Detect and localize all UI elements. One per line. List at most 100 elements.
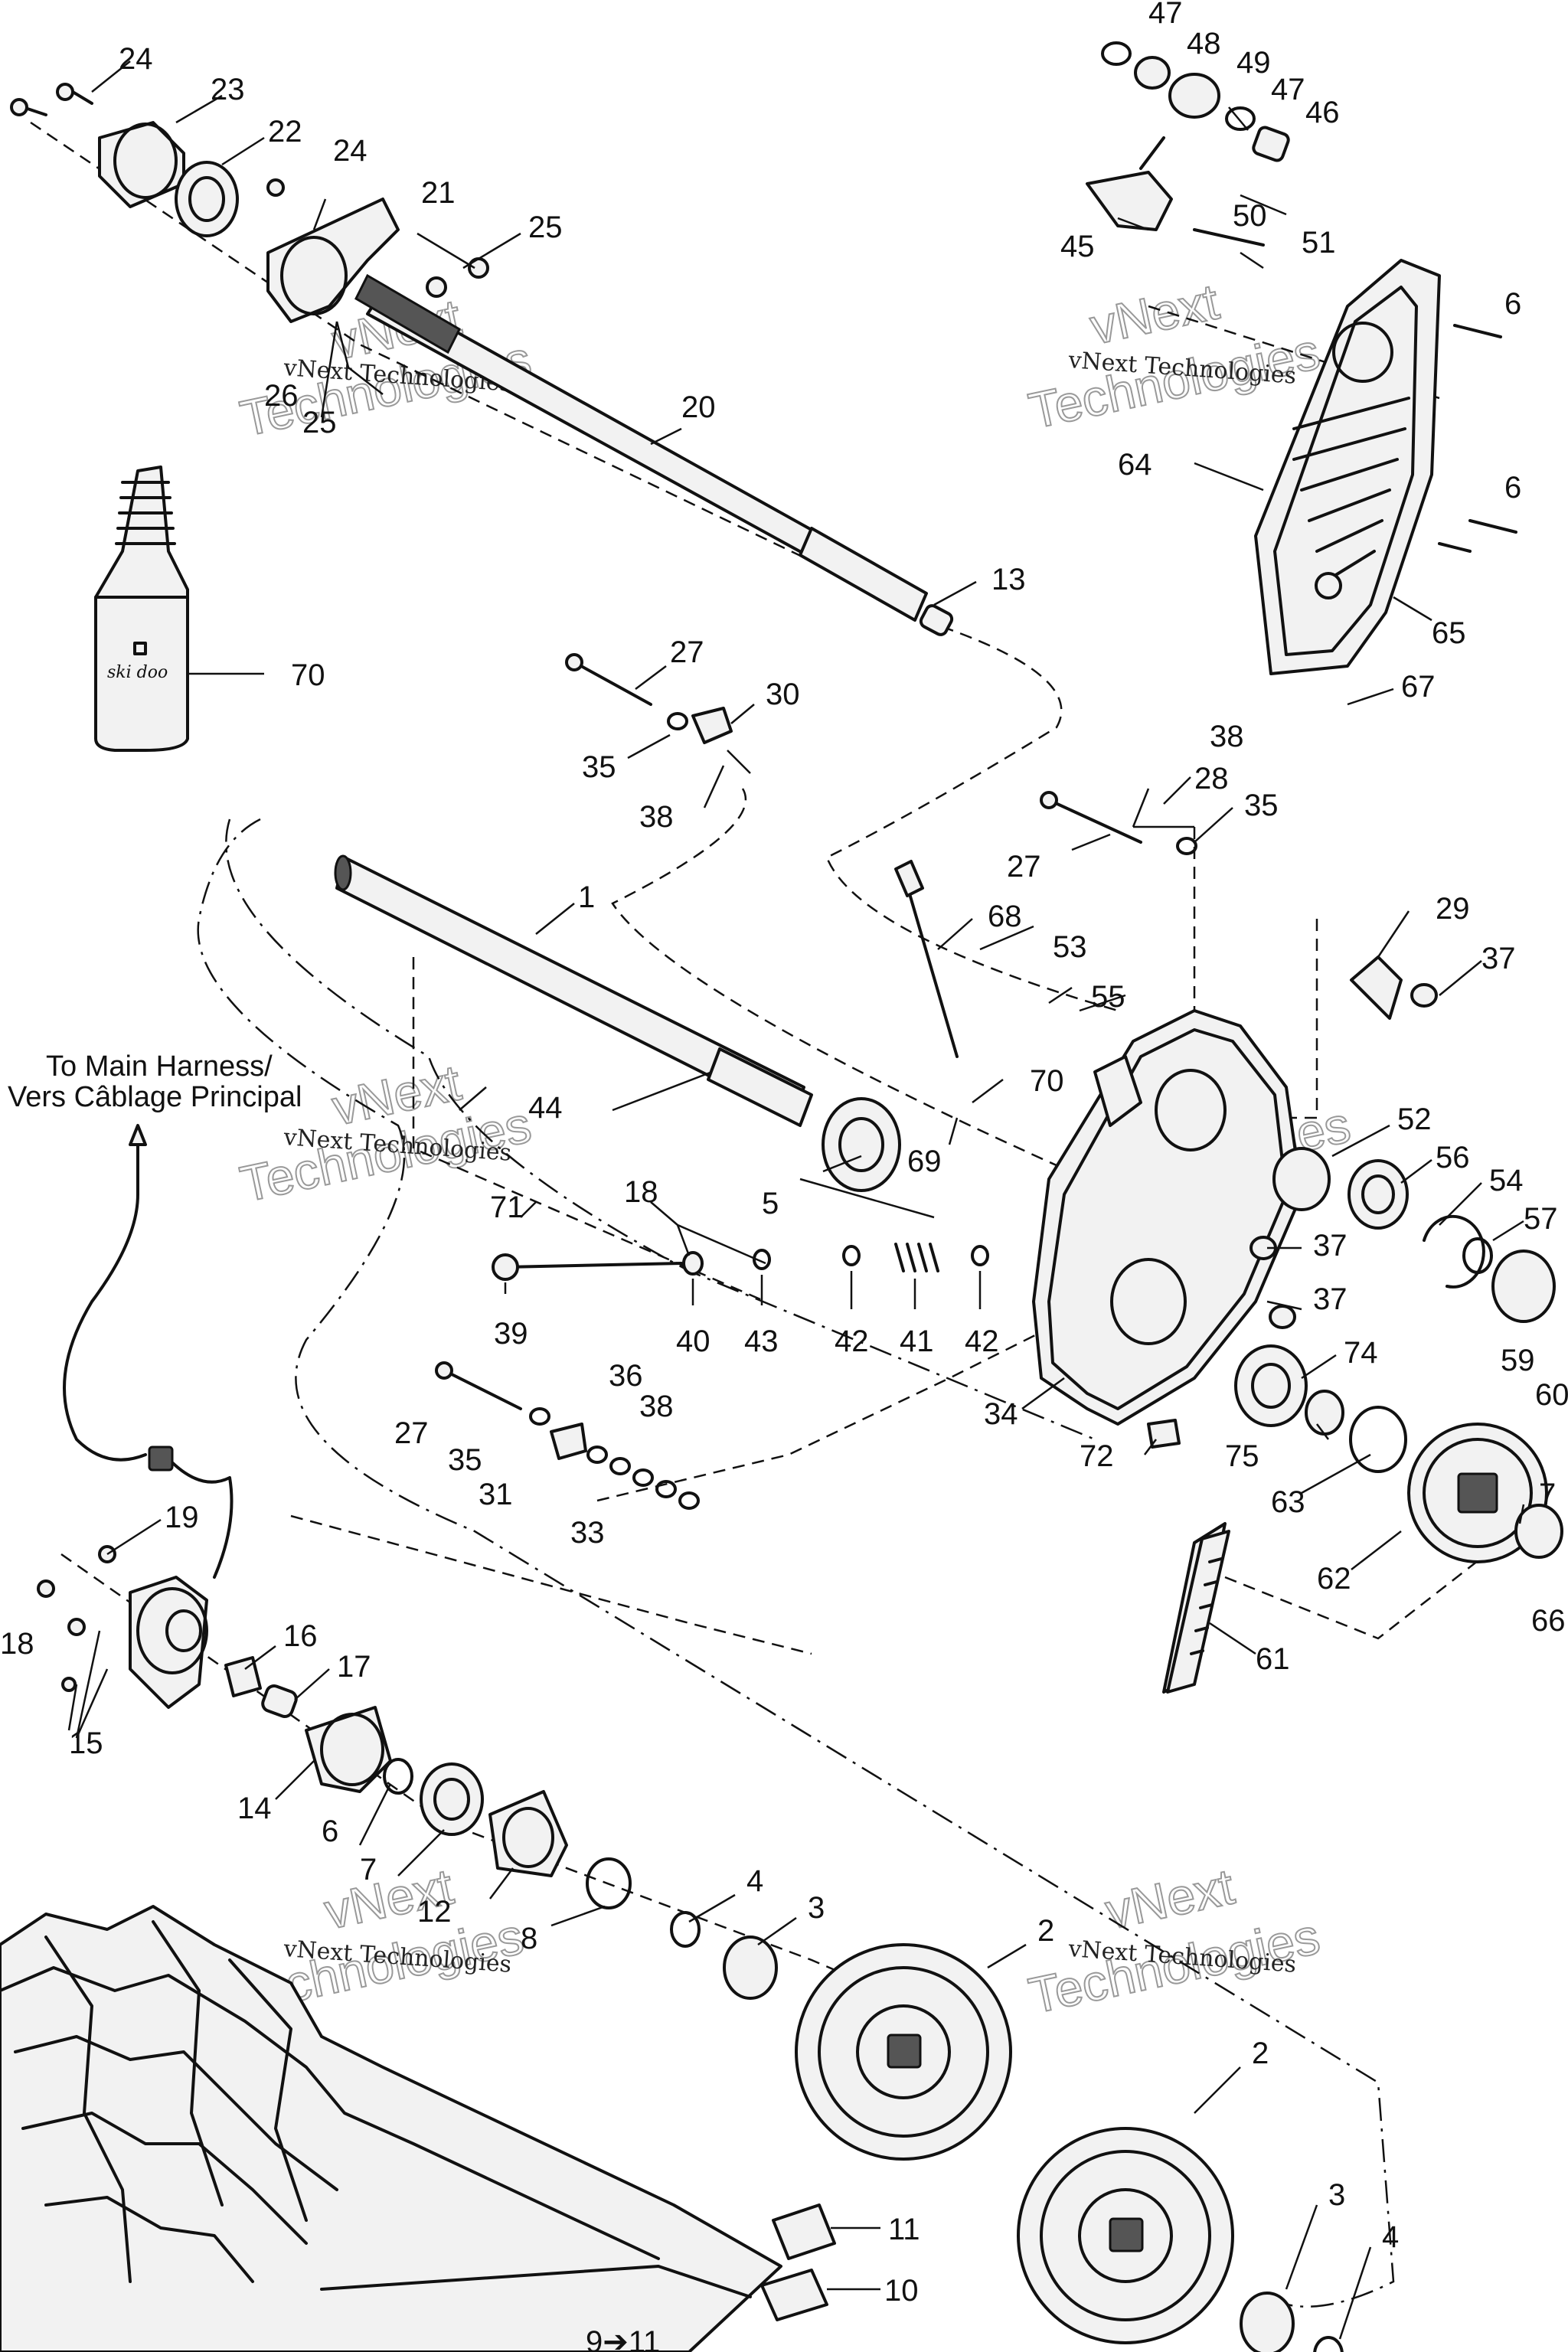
callout-12: 12 xyxy=(417,1895,452,1929)
callout-29: 29 xyxy=(1436,892,1470,926)
callout-21: 21 xyxy=(421,176,456,210)
svg-text:vNext: vNext xyxy=(1086,273,1223,354)
callout-14: 14 xyxy=(237,1792,272,1825)
callout-27b: 27 xyxy=(1007,850,1041,884)
callout-42b: 42 xyxy=(965,1325,999,1358)
callout-59: 59 xyxy=(1501,1344,1535,1377)
callout-23: 23 xyxy=(211,73,245,106)
callout-69: 69 xyxy=(907,1145,942,1178)
callout-52: 52 xyxy=(1397,1102,1432,1136)
callout-5: 5 xyxy=(762,1187,779,1220)
callout-56: 56 xyxy=(1436,1141,1470,1174)
callout-64: 64 xyxy=(1118,448,1152,482)
callout-50: 50 xyxy=(1233,199,1267,233)
callout-6: 6 xyxy=(322,1815,338,1848)
callout-2a: 2 xyxy=(1037,1914,1054,1948)
callout-41: 41 xyxy=(900,1325,934,1358)
callout-6r1: 6 xyxy=(1504,287,1521,321)
callout-47b: 47 xyxy=(1271,73,1305,106)
callout-44: 44 xyxy=(528,1091,563,1125)
callout-7: 7 xyxy=(360,1853,377,1886)
watermark-bottom-right: vNext Technologies vNext Technologies xyxy=(1024,1857,1325,2024)
callout-20: 20 xyxy=(681,390,716,424)
callout-43: 43 xyxy=(744,1325,779,1358)
callout-54: 54 xyxy=(1489,1164,1524,1197)
callout-27a: 27 xyxy=(670,635,704,669)
callout-27c: 27 xyxy=(394,1416,429,1450)
callout-4a: 4 xyxy=(746,1864,763,1898)
callout-37b: 37 xyxy=(1313,1229,1348,1263)
callout-8: 8 xyxy=(521,1922,537,1955)
callout-38b: 38 xyxy=(1210,720,1244,753)
callout-71: 71 xyxy=(490,1191,524,1224)
main-shaft xyxy=(334,854,813,1127)
bearing-5 xyxy=(822,1097,901,1192)
callout-51: 51 xyxy=(1302,226,1336,260)
callout-47a: 47 xyxy=(1148,0,1183,30)
callout-35b: 35 xyxy=(1244,789,1279,822)
callout-72: 72 xyxy=(1080,1439,1114,1473)
chaincase-housing xyxy=(1032,1009,1303,1426)
callout-26: 26 xyxy=(264,379,299,413)
leader-lines xyxy=(67,60,1525,2340)
callout-10: 10 xyxy=(884,2274,919,2308)
callout-57: 57 xyxy=(1524,1202,1558,1236)
callout-17: 17 xyxy=(337,1650,371,1684)
callout-48: 48 xyxy=(1187,27,1221,60)
speed-sensor-flange xyxy=(37,1446,778,2000)
callout-1: 1 xyxy=(578,880,595,914)
callout-24b: 24 xyxy=(333,134,368,168)
adjuster-bolt xyxy=(492,860,959,1281)
callout-37a: 37 xyxy=(1481,942,1516,975)
callout-70b: 70 xyxy=(1030,1064,1064,1098)
callout-61: 61 xyxy=(1256,1642,1290,1676)
callout-25b: 25 xyxy=(302,406,337,439)
callout-24a: 24 xyxy=(119,42,153,76)
harness-note: To Main Harness/ Vers Câblage Principal xyxy=(8,1050,302,1113)
callout-2b: 2 xyxy=(1252,2037,1269,2070)
callout-67: 67 xyxy=(1401,670,1436,704)
callout-68: 68 xyxy=(988,900,1022,933)
callout-38c: 38 xyxy=(639,1390,674,1423)
callout-4b: 4 xyxy=(1382,2220,1399,2254)
callout-45: 45 xyxy=(1060,230,1095,263)
callout-3b: 3 xyxy=(1328,2178,1345,2212)
bearing-housing-upper xyxy=(10,83,489,323)
callout-75: 75 xyxy=(1225,1439,1259,1473)
bottom-reference: 9➔11 xyxy=(586,2325,660,2352)
callout-28: 28 xyxy=(1194,762,1229,795)
callout-74: 74 xyxy=(1344,1336,1378,1370)
upper-gear-stack xyxy=(1250,956,1556,1329)
bolts-and-nuts xyxy=(435,653,1197,1510)
callout-22: 22 xyxy=(268,115,302,149)
chaincase-cover xyxy=(1254,259,1441,675)
svg-text:To Main Harness/: To Main Harness/ xyxy=(46,1050,273,1083)
callout-18b: 18 xyxy=(0,1627,34,1661)
lower-gear-stack xyxy=(1147,1344,1563,1694)
callout-49: 49 xyxy=(1236,46,1271,80)
track-belt xyxy=(0,1905,782,2352)
callout-35a: 35 xyxy=(582,750,616,784)
callout-55: 55 xyxy=(1091,980,1125,1014)
callout-36: 36 xyxy=(609,1359,643,1393)
callout-3a: 3 xyxy=(808,1891,825,1925)
callout-11: 11 xyxy=(888,2213,920,2246)
callout-62: 62 xyxy=(1317,1562,1351,1596)
drive-sprockets xyxy=(795,1943,1344,2352)
callout-31: 31 xyxy=(479,1478,513,1511)
callout-15: 15 xyxy=(69,1726,103,1760)
callout-34: 34 xyxy=(984,1397,1018,1431)
callout-35c: 35 xyxy=(448,1443,482,1477)
callout-30: 30 xyxy=(766,678,800,711)
slider-blocks xyxy=(760,2203,836,2321)
svg-text:9➔11: 9➔11 xyxy=(586,2325,660,2352)
drive-chain xyxy=(1166,1530,1230,1694)
callout-7r: 7 xyxy=(1539,1478,1556,1511)
callout-16: 16 xyxy=(283,1619,318,1653)
svg-text:Vers Câblage Principal: Vers Câblage Principal xyxy=(8,1081,302,1113)
tensioner-assembly xyxy=(1086,41,1517,553)
callout-42a: 42 xyxy=(835,1325,869,1358)
callout-6r2: 6 xyxy=(1504,471,1521,505)
